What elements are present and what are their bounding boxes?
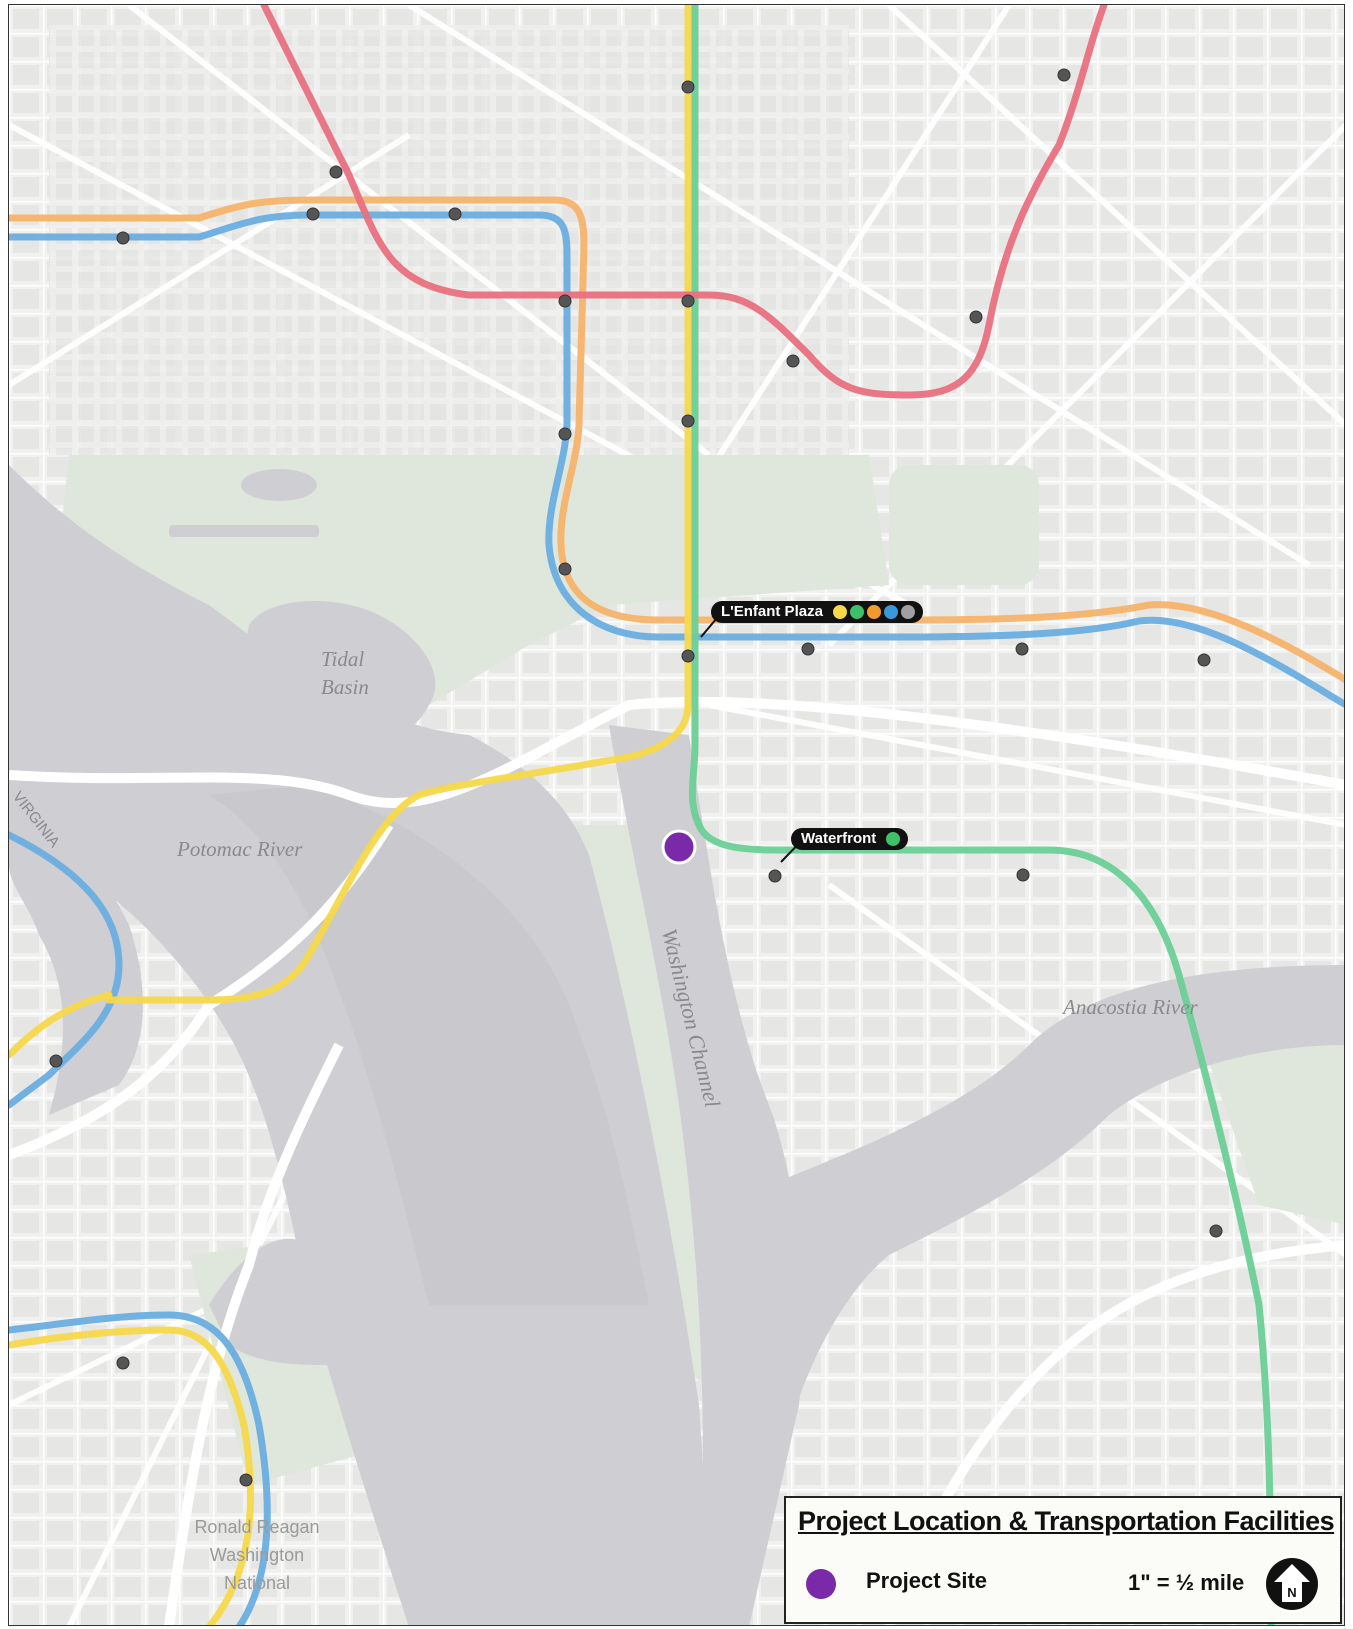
north-arrow-icon: N bbox=[1266, 1558, 1318, 1610]
scale-label: 1" = ½ mile bbox=[1128, 1570, 1245, 1595]
anacostia-river bbox=[769, 965, 1344, 1505]
station-marker-lenfant-plaza bbox=[681, 649, 695, 663]
station-marker bbox=[1015, 642, 1029, 656]
lenfant-plaza-label: L'Enfant Plaza bbox=[721, 603, 823, 620]
station-marker bbox=[1209, 1224, 1223, 1238]
station-marker bbox=[681, 80, 695, 94]
station-marker bbox=[1016, 868, 1030, 882]
orange-line-dot bbox=[866, 605, 881, 619]
project-site-marker bbox=[661, 829, 697, 865]
tidal-basin bbox=[247, 601, 436, 753]
project-site-legend-label: Project Site bbox=[866, 1568, 988, 1593]
airport-label-line2: Washington bbox=[209, 1545, 305, 1565]
station-marker bbox=[116, 231, 130, 245]
washington-channel bbox=[609, 725, 803, 1625]
station-marker bbox=[448, 207, 462, 221]
waterfront-line-dots bbox=[886, 832, 901, 846]
airport-label-line3: National bbox=[223, 1573, 291, 1593]
yellow-line-dot bbox=[832, 605, 847, 619]
tidal-basin-label-line2: Basin bbox=[321, 675, 369, 699]
tidal-basin-label-line1: Tidal bbox=[321, 647, 365, 671]
potomac-river-label: Potomac River bbox=[177, 837, 303, 861]
station-marker-waterfront bbox=[768, 869, 782, 883]
project-site-legend-symbol bbox=[806, 1569, 836, 1599]
metro-stations bbox=[49, 68, 1223, 1487]
anacostia-river-label: Anacostia River bbox=[1063, 995, 1198, 1019]
north-label: N bbox=[1287, 1585, 1296, 1600]
waterfront-label: Waterfront bbox=[801, 830, 877, 847]
station-marker bbox=[969, 310, 983, 324]
map-frame[interactable]: Tidal Basin Potomac River Washington Cha… bbox=[8, 4, 1345, 1626]
blue-line bbox=[9, 211, 1344, 708]
station-marker bbox=[801, 642, 815, 656]
map-legend: Project Location & Transportation Facili… bbox=[784, 1496, 1342, 1624]
yellow-line bbox=[105, 5, 692, 1004]
green-line-dot bbox=[886, 832, 901, 846]
silver-line-dot bbox=[900, 605, 915, 619]
waterfront-callout[interactable]: Waterfront bbox=[791, 828, 909, 850]
lenfant-plaza-line-dots bbox=[832, 605, 915, 619]
station-marker bbox=[116, 1356, 130, 1370]
legend-title: Project Location & Transportation Facili… bbox=[798, 1506, 1335, 1536]
green-line-dot bbox=[849, 605, 864, 619]
lenfant-plaza-callout[interactable]: L'Enfant Plaza bbox=[711, 601, 923, 623]
metro-lines bbox=[9, 5, 1344, 1625]
map-canvas[interactable] bbox=[9, 5, 1345, 1626]
station-marker bbox=[239, 1473, 253, 1487]
station-marker bbox=[1057, 68, 1071, 82]
station-marker bbox=[786, 354, 800, 368]
orange-line bbox=[9, 196, 1344, 683]
station-marker bbox=[558, 427, 572, 441]
station-marker bbox=[558, 294, 572, 308]
tidal-basin-label: Tidal Basin bbox=[321, 645, 369, 701]
station-marker bbox=[681, 294, 695, 308]
station-marker bbox=[558, 562, 572, 576]
station-marker bbox=[306, 207, 320, 221]
airport-label-line1: Ronald Reagan bbox=[194, 1517, 320, 1537]
red-line bbox=[260, 5, 1108, 399]
green-line bbox=[688, 5, 1275, 1625]
avenues bbox=[9, 5, 1344, 1625]
station-marker bbox=[681, 414, 695, 428]
station-marker bbox=[1197, 653, 1211, 667]
station-marker bbox=[49, 1054, 63, 1068]
blue-line-dot bbox=[883, 605, 898, 619]
station-marker bbox=[329, 165, 343, 179]
airport-label: Ronald Reagan Washington National bbox=[177, 1513, 337, 1597]
